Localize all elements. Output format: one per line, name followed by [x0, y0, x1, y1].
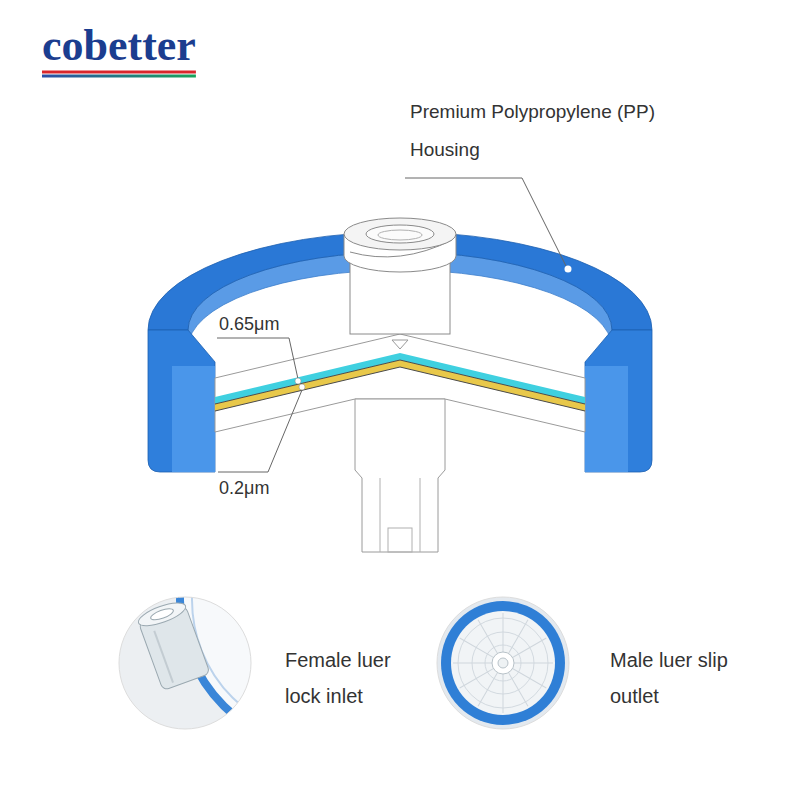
pore-size: 0.2μm [218, 478, 270, 500]
disc-rim [441, 601, 565, 725]
brand-logo: cobetter [42, 24, 196, 68]
logo-stripe [42, 75, 196, 78]
male-luer [492, 652, 514, 674]
leader-line [405, 178, 566, 266]
housing-cut-face [172, 366, 215, 472]
leader-line [217, 338, 298, 379]
housing-cut-left [148, 330, 215, 472]
part-name: Male luer slip outlet [610, 642, 728, 714]
photo-ground [437, 597, 569, 729]
housing-cut-right [585, 330, 652, 472]
leader-dot [295, 378, 301, 384]
male-luer [498, 658, 508, 668]
pore-size: 0.65μm [218, 314, 280, 336]
outlet-photo [437, 597, 569, 729]
logo-stripe [42, 71, 196, 74]
part-name: Premium Polypropylene (PP) Housing [410, 93, 655, 169]
leader-line [218, 390, 302, 472]
disc-edge [180, 450, 480, 750]
inlet-photo [119, 450, 480, 750]
fitting-opening [149, 606, 174, 622]
disc-face [451, 611, 555, 715]
part-name: Female luer lock inlet [285, 642, 425, 714]
disc-spoke [460, 638, 547, 688]
stem-line [420, 478, 421, 552]
outlet-stem [355, 399, 445, 552]
inlet-opening [366, 225, 434, 243]
housing-cut-face [585, 366, 628, 472]
stem-line [380, 478, 381, 552]
stem-tip [388, 528, 412, 552]
fitting-highlight [154, 631, 173, 683]
fitting-top [136, 598, 188, 630]
photo-frame [437, 597, 569, 729]
inlet-top [344, 218, 456, 250]
outlet-channel [392, 340, 408, 349]
photo-frame [119, 597, 251, 729]
luer-fitting [136, 598, 210, 690]
disc-spoke [478, 620, 528, 707]
disc-edge [192, 462, 468, 738]
leader-dot [299, 384, 305, 390]
leader-dot [565, 266, 572, 273]
inlet-opening [378, 230, 422, 240]
